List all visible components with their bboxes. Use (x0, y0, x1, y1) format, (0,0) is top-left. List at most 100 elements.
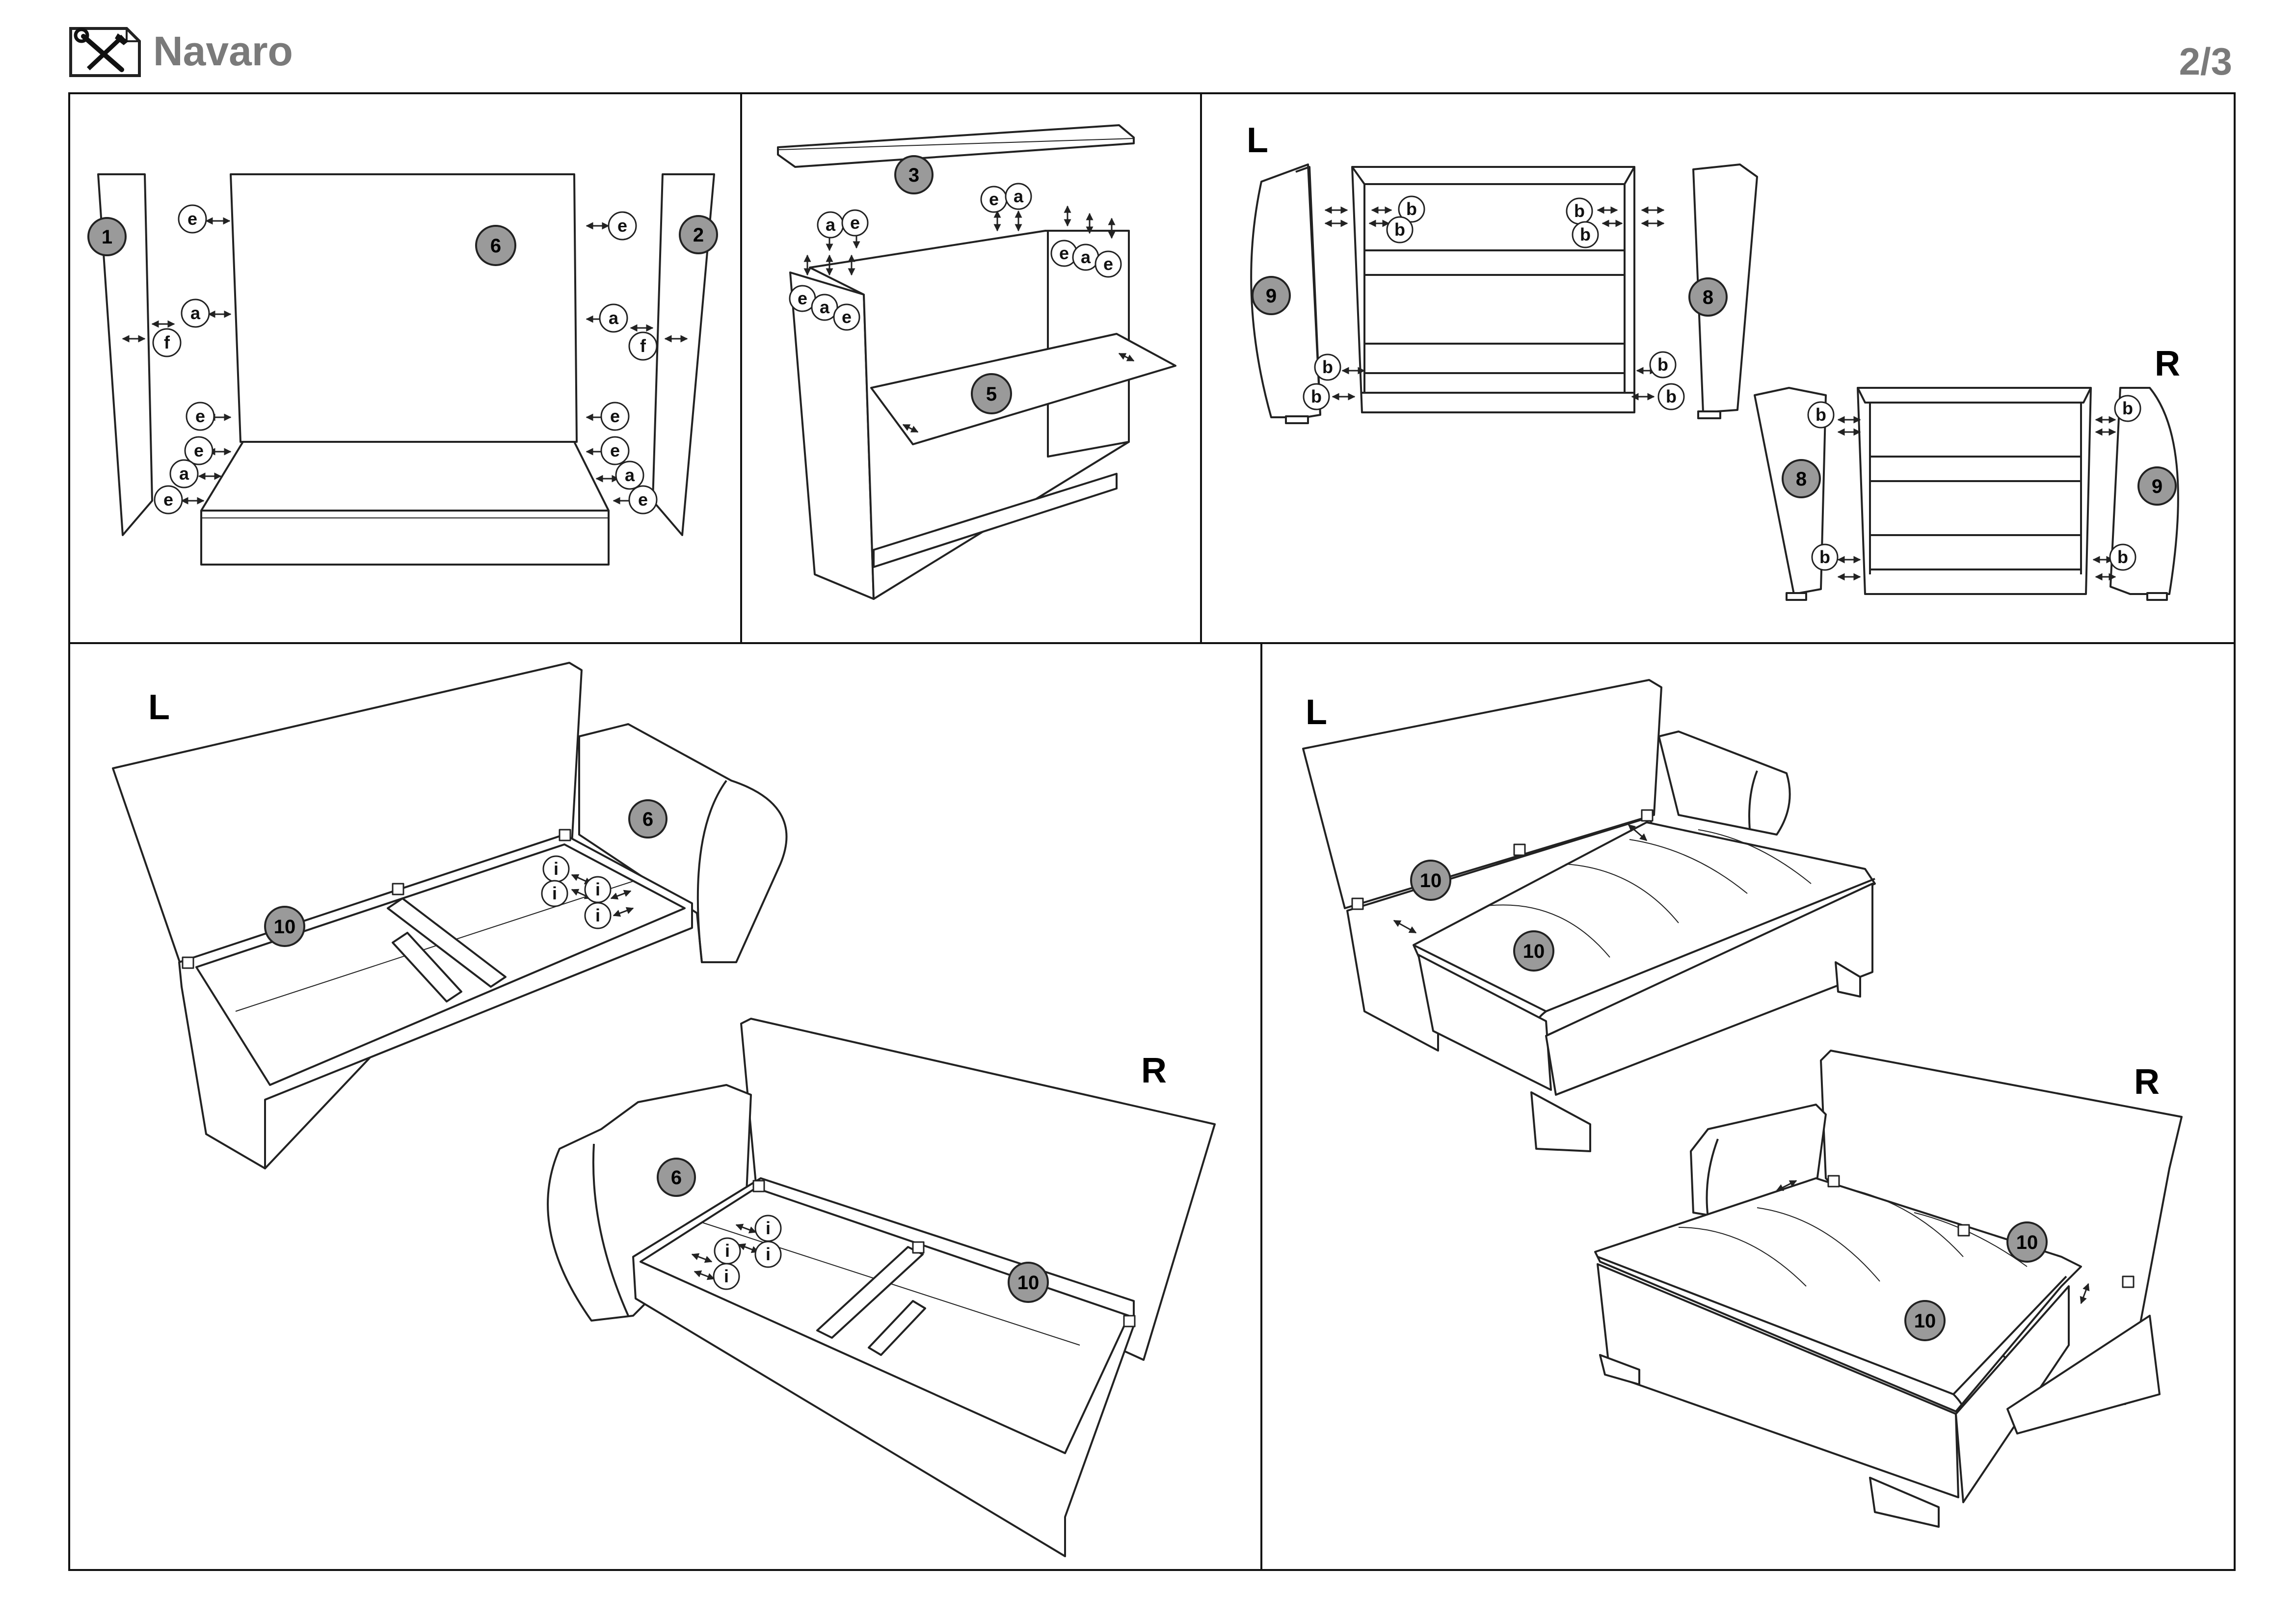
panel-2-callouts: a e e a e a e e a e (789, 183, 1122, 331)
svg-text:e: e (195, 406, 205, 426)
svg-text:i: i (552, 883, 557, 903)
callout-f: f (628, 331, 658, 361)
svg-text:5: 5 (986, 383, 997, 405)
svg-text:8: 8 (1703, 287, 1713, 308)
side-label-left: L (1306, 693, 1327, 732)
part-label-9: 9 (2137, 466, 2177, 506)
tools-icon (69, 27, 141, 77)
svg-text:6: 6 (642, 809, 653, 830)
part-label-6: 6 (475, 225, 516, 266)
callout-e: e (600, 402, 630, 431)
side-label-left: L (1247, 121, 1268, 160)
svg-text:10: 10 (274, 916, 296, 938)
part-label-10: 10 (2006, 1221, 2048, 1263)
panel-3-arrows (1324, 206, 2116, 581)
svg-text:e: e (850, 213, 860, 233)
panel-2-bottom-shelf (873, 473, 1118, 568)
svg-text:e: e (163, 489, 173, 510)
svg-text:f: f (164, 332, 170, 352)
callout-a: a (817, 211, 844, 239)
part-label-10: 10 (1410, 860, 1451, 901)
part-label-10: 10 (264, 906, 305, 947)
part-label-2: 2 (679, 215, 718, 254)
svg-text:i: i (766, 1244, 771, 1264)
svg-text:i: i (595, 879, 600, 899)
part-label-5: 5 (971, 373, 1012, 414)
callout-a: a (615, 460, 644, 490)
svg-text:b: b (1666, 386, 1677, 406)
callout-i: i (713, 1263, 740, 1290)
callout-b: b (1566, 197, 1593, 225)
page-number: 2/3 (2179, 40, 2232, 83)
svg-text:i: i (595, 905, 600, 925)
callout-b: b (1649, 351, 1677, 379)
svg-text:a: a (826, 215, 836, 235)
svg-text:b: b (1406, 199, 1417, 219)
callout-b: b (1811, 543, 1839, 571)
callout-e: e (184, 436, 214, 465)
callout-a: a (1005, 183, 1032, 210)
part-label-6: 6 (657, 1158, 696, 1197)
panel-5-armrest-left (1658, 731, 1791, 836)
part-label-10: 10 (1513, 930, 1554, 972)
part-label-3: 3 (894, 155, 934, 194)
svg-text:a: a (190, 303, 201, 323)
side-label-right: R (2134, 1062, 2160, 1102)
callout-b: b (1398, 195, 1425, 223)
side-label-right: R (2155, 344, 2180, 383)
panel-1-side-right (652, 173, 715, 536)
svg-text:e: e (1103, 254, 1113, 274)
callout-b: b (1303, 383, 1330, 410)
svg-text:b: b (1657, 354, 1668, 375)
svg-text:a: a (609, 308, 619, 328)
svg-text:b: b (1815, 405, 1826, 425)
callout-b: b (2109, 543, 2136, 571)
callout-a: a (169, 459, 199, 488)
callout-e: e (833, 303, 860, 331)
panel-4-left-sofa (112, 662, 788, 1169)
panel-1-seat-base (200, 441, 610, 566)
svg-text:8: 8 (1796, 468, 1807, 490)
svg-text:e: e (610, 406, 620, 426)
svg-text:e: e (989, 189, 999, 209)
panel-2-shelf-unit (777, 124, 1176, 600)
part-label-8: 8 (1782, 459, 1821, 498)
svg-text:b: b (1819, 547, 1830, 567)
svg-text:e: e (187, 209, 197, 229)
side-label-right: R (1141, 1051, 1167, 1090)
callout-a: a (811, 294, 838, 321)
svg-text:10: 10 (2016, 1232, 2038, 1253)
panel-2-left-side (789, 271, 875, 600)
svg-text:e: e (638, 489, 648, 510)
panel-2-top-board (777, 124, 1135, 168)
callout-i: i (584, 876, 612, 903)
callout-b: b (1572, 221, 1599, 248)
svg-text:6: 6 (671, 1167, 682, 1189)
svg-text:3: 3 (908, 164, 919, 186)
callout-f: f (152, 328, 182, 357)
callout-i: i (714, 1237, 741, 1265)
svg-text:f: f (640, 336, 646, 356)
svg-text:a: a (820, 297, 830, 317)
panel-1-side-left (97, 173, 153, 536)
callout-e: e (178, 204, 207, 234)
svg-text:a: a (1014, 186, 1024, 206)
svg-text:a: a (625, 465, 635, 485)
svg-text:e: e (1059, 243, 1069, 263)
callout-e: e (1050, 240, 1078, 267)
svg-text:b: b (1394, 219, 1405, 240)
svg-text:b: b (2122, 398, 2133, 418)
panel-4-armrest-left (578, 723, 788, 963)
part-label-8: 8 (1688, 277, 1728, 317)
callout-a: a (181, 298, 210, 328)
callout-e: e (154, 485, 183, 514)
svg-text:a: a (179, 463, 189, 484)
panel-4-callouts: i i i i i i i i (541, 855, 782, 1290)
svg-text:10: 10 (1914, 1310, 1936, 1332)
svg-text:e: e (610, 440, 620, 460)
svg-text:1: 1 (102, 226, 112, 248)
callout-b: b (1657, 383, 1685, 410)
part-label-9: 9 (1252, 276, 1291, 315)
callout-b: b (2114, 395, 2141, 422)
panel-1-callouts: e a f e e a e e a f e e a e (152, 204, 658, 514)
